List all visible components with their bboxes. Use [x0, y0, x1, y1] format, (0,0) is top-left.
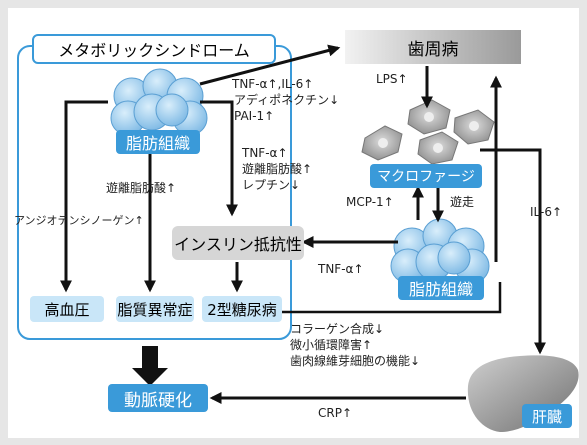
label-pai1: PAI-1↑ [234, 109, 275, 123]
label-tnf-2: TNF-α↑ [242, 146, 288, 160]
type2-diabetes-box: 2型糖尿病 [202, 296, 282, 322]
arrow-adipose-to-periodontal [199, 44, 341, 86]
label-microcirculation: 微小循環障害↑ [290, 338, 373, 352]
arrow-adipose-to-hypertension [60, 100, 108, 293]
adipose-tissue-right-label: 脂肪組織 [398, 276, 484, 300]
label-leptin: レプチン↓ [242, 178, 301, 192]
label-il6: IL-6↑ [530, 205, 563, 219]
atherosclerosis-box: 動脈硬化 [108, 384, 208, 412]
arrow-macrophage-to-liver [480, 148, 546, 355]
line-collagen-to-diabetes [282, 282, 502, 314]
metabolic-syndrome-title: メタボリックシンドローム [32, 34, 276, 64]
label-migration: 遊走 [450, 195, 475, 209]
periodontal-box [345, 30, 521, 64]
liver-label: 肝臓 [522, 404, 572, 428]
hypertension-box: 高血圧 [30, 296, 104, 322]
insulin-resistance-box: インスリン抵抗性 [172, 226, 304, 260]
dyslipidemia-box: 脂質異常症 [116, 296, 194, 322]
label-mcp1: MCP-1↑ [346, 195, 394, 209]
arrow-adipose-to-insulin [200, 100, 238, 217]
macrophage-cells-illustration [361, 99, 495, 165]
periodontal-disease-label: 歯周病 [407, 39, 459, 60]
adipose-tissue-left-label: 脂肪組織 [116, 130, 200, 154]
arrow-syndrome-to-atherosclerosis [132, 346, 168, 386]
label-lps: LPS↑ [376, 72, 408, 86]
label-tnf-il6: TNF-α↑,IL-6↑ [232, 77, 314, 91]
macrophage-label: マクロファージ [370, 164, 482, 188]
label-angiotensinogen: アンジオテンシノーゲン↑ [14, 214, 144, 227]
label-free-fatty-acid-2: 遊離脂肪酸↑ [242, 162, 313, 176]
adipose-tissue-left-illustration [110, 68, 208, 136]
label-collagen-synthesis: コラーゲン合成↓ [290, 322, 385, 336]
label-tnf-3: TNF-α↑ [318, 262, 364, 276]
label-free-fatty-acid: 遊離脂肪酸↑ [106, 181, 177, 195]
liver-illustration [467, 355, 579, 432]
label-gingival-fibroblast: 歯肉線維芽細胞の機能↓ [290, 354, 421, 368]
adipose-tissue-right-illustration [390, 218, 490, 284]
label-crp: CRP↑ [318, 406, 353, 420]
label-adiponectin: アディポネクチン↓ [234, 93, 340, 107]
